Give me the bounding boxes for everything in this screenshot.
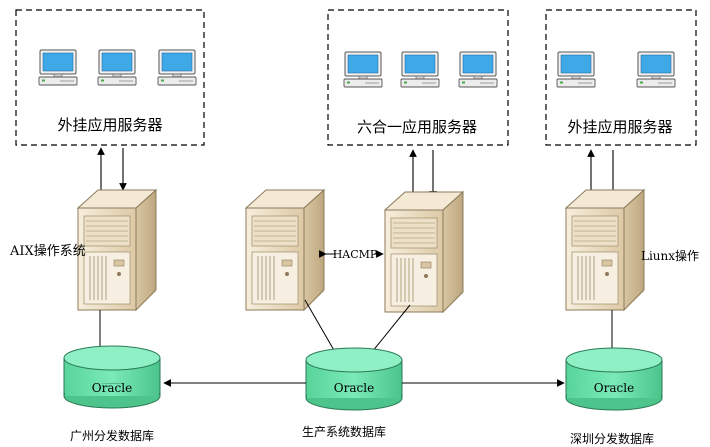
desktop-pc-icon <box>400 51 440 88</box>
database-icon <box>305 347 403 411</box>
aix-os-label: AIX操作系统 <box>9 243 86 259</box>
linux-os-label: Liunx操作 <box>641 248 699 263</box>
group-label-left: 外挂应用服务器 <box>57 116 162 134</box>
hacmp-server-left-icon <box>245 189 325 311</box>
desktop-pc-icon <box>343 51 383 88</box>
group-label-right: 外挂应用服务器 <box>567 118 672 136</box>
db-caption-guangzhou: 广州分发数据库 <box>70 428 154 443</box>
desktop-pc-icon <box>38 49 78 86</box>
desktop-pc-icon <box>458 51 498 88</box>
linux-server-icon <box>565 189 645 311</box>
db-production: Oracle <box>305 347 403 411</box>
db-name: Oracle <box>594 381 634 395</box>
db-caption-shenzhen: 深圳分发数据库 <box>570 431 654 446</box>
db-name: Oracle <box>92 381 132 395</box>
app-server-group-right: 外挂应用服务器 <box>545 9 697 146</box>
db-shenzhen: Oracle <box>565 347 663 411</box>
desktop-pc-icon <box>97 49 137 86</box>
desktop-pc-icon <box>636 51 676 88</box>
connector-arrows <box>97 147 617 199</box>
aix-server-icon <box>77 189 157 311</box>
database-icon <box>63 345 161 409</box>
group-label-middle: 六合一应用服务器 <box>357 118 477 136</box>
app-server-group-left: 外挂应用服务器 <box>15 9 205 146</box>
server-db-lines <box>99 299 613 353</box>
desktop-pc-icon <box>556 51 596 88</box>
app-server-group-middle: 六合一应用服务器 <box>327 9 509 146</box>
db-name: Oracle <box>334 381 374 395</box>
db-caption-production: 生产系统数据库 <box>302 424 386 439</box>
desktop-pc-icon <box>157 49 197 86</box>
db-guangzhou: Oracle <box>63 345 161 409</box>
hacmp-label: HACMP <box>333 248 378 261</box>
database-icon <box>565 347 663 411</box>
hacmp-server-right-icon <box>384 191 464 313</box>
